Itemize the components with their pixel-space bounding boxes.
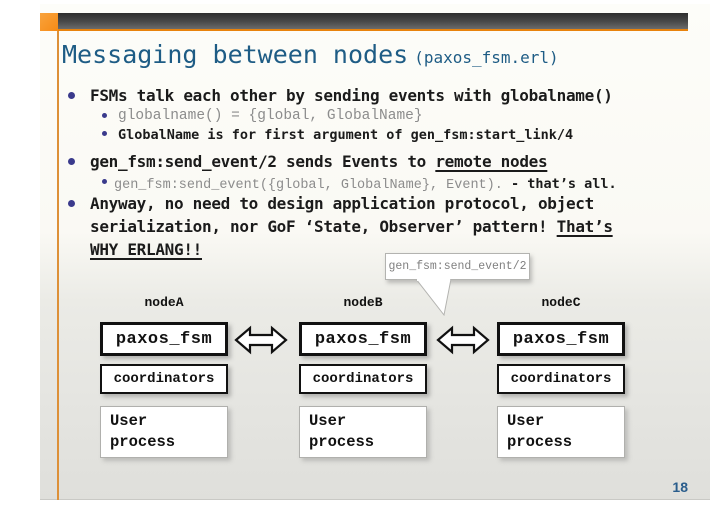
paxos-fsm-box-c: paxos_fsm	[497, 322, 625, 356]
sub-bullet-thats-all: - that’s all.	[510, 176, 617, 192]
callout-label: gen_fsm:send_event/2	[388, 260, 527, 273]
coordinators-box-c: coordinators	[497, 364, 625, 394]
user-process-line2: process	[110, 433, 176, 451]
double-arrow-icon	[436, 325, 490, 355]
sub-bullet-code: gen_fsm:send_event({global, GlobalName},…	[114, 178, 511, 193]
user-process-line1: User	[110, 412, 148, 430]
slide-title-suffix: (paxos_fsm.erl)	[414, 48, 559, 67]
paxos-fsm-box-a: paxos_fsm	[100, 322, 228, 356]
node-label-b: nodeB	[343, 295, 383, 310]
user-process-line2: process	[309, 433, 375, 451]
bullet-why-erlang: WHY ERLANG!!	[90, 240, 202, 259]
user-process-line2: process	[507, 433, 573, 451]
bullet-dot	[68, 200, 75, 207]
sub-bullet-dot	[102, 179, 107, 184]
user-process-line1: User	[507, 412, 545, 430]
accent-left-rule	[57, 31, 59, 500]
user-process-box-c: User process	[497, 406, 625, 458]
node-label-a: nodeA	[144, 295, 184, 310]
user-process-box-a: User process	[100, 406, 228, 458]
slide-title: Messaging between nodes (paxos_fsm.erl)	[62, 38, 559, 75]
sub-bullet-globalname: globalname() = {global, GlobalName}	[118, 108, 423, 124]
accent-square	[40, 13, 58, 31]
bullet-dot	[68, 92, 75, 99]
user-process-box-b: User process	[299, 406, 427, 458]
bullet-fsms-talk: FSMs talk each other by sending events w…	[90, 86, 613, 105]
sub-bullet-globalname-arg: GlobalName is for first argument of gen_…	[118, 127, 574, 143]
slide-title-text: Messaging between nodes	[62, 40, 409, 69]
sub-bullet-dot	[102, 113, 107, 118]
user-process-line1: User	[309, 412, 347, 430]
bullet-anyway-line2: serialization, nor GoF ‘State, Observer’…	[90, 216, 613, 237]
bullet-send-event-lead: gen_fsm:send_event/2 sends Events to	[90, 152, 436, 171]
title-bar-decoration	[58, 13, 688, 29]
double-arrow-icon	[234, 325, 288, 355]
bullet-anyway-line2-emph: That’s	[556, 217, 613, 236]
bullet-anyway-line2-text: serialization, nor GoF ‘State, Observer’…	[90, 217, 557, 236]
page-number: 18	[672, 479, 688, 495]
node-label-c: nodeC	[541, 295, 581, 310]
bullet-send-event: gen_fsm:send_event/2 sends Events to rem…	[90, 151, 548, 172]
accent-underline	[58, 29, 688, 31]
sub-bullet-dot	[102, 131, 107, 136]
paxos-fsm-box-b: paxos_fsm	[299, 322, 427, 356]
coordinators-box-a: coordinators	[100, 364, 228, 394]
bullet-send-event-emph: remote nodes	[435, 152, 548, 171]
bullet-dot	[68, 158, 75, 165]
slide: Messaging between nodes (paxos_fsm.erl) F…	[40, 4, 710, 500]
sub-bullet-send-event-code: gen_fsm:send_event({global, GlobalName},…	[114, 172, 617, 196]
coordinators-box-b: coordinators	[299, 364, 427, 394]
callout-bubble: gen_fsm:send_event/2	[385, 253, 530, 280]
bullet-anyway-line1: Anyway, no need to design application pr…	[90, 194, 594, 213]
callout-tail-icon	[415, 279, 452, 317]
